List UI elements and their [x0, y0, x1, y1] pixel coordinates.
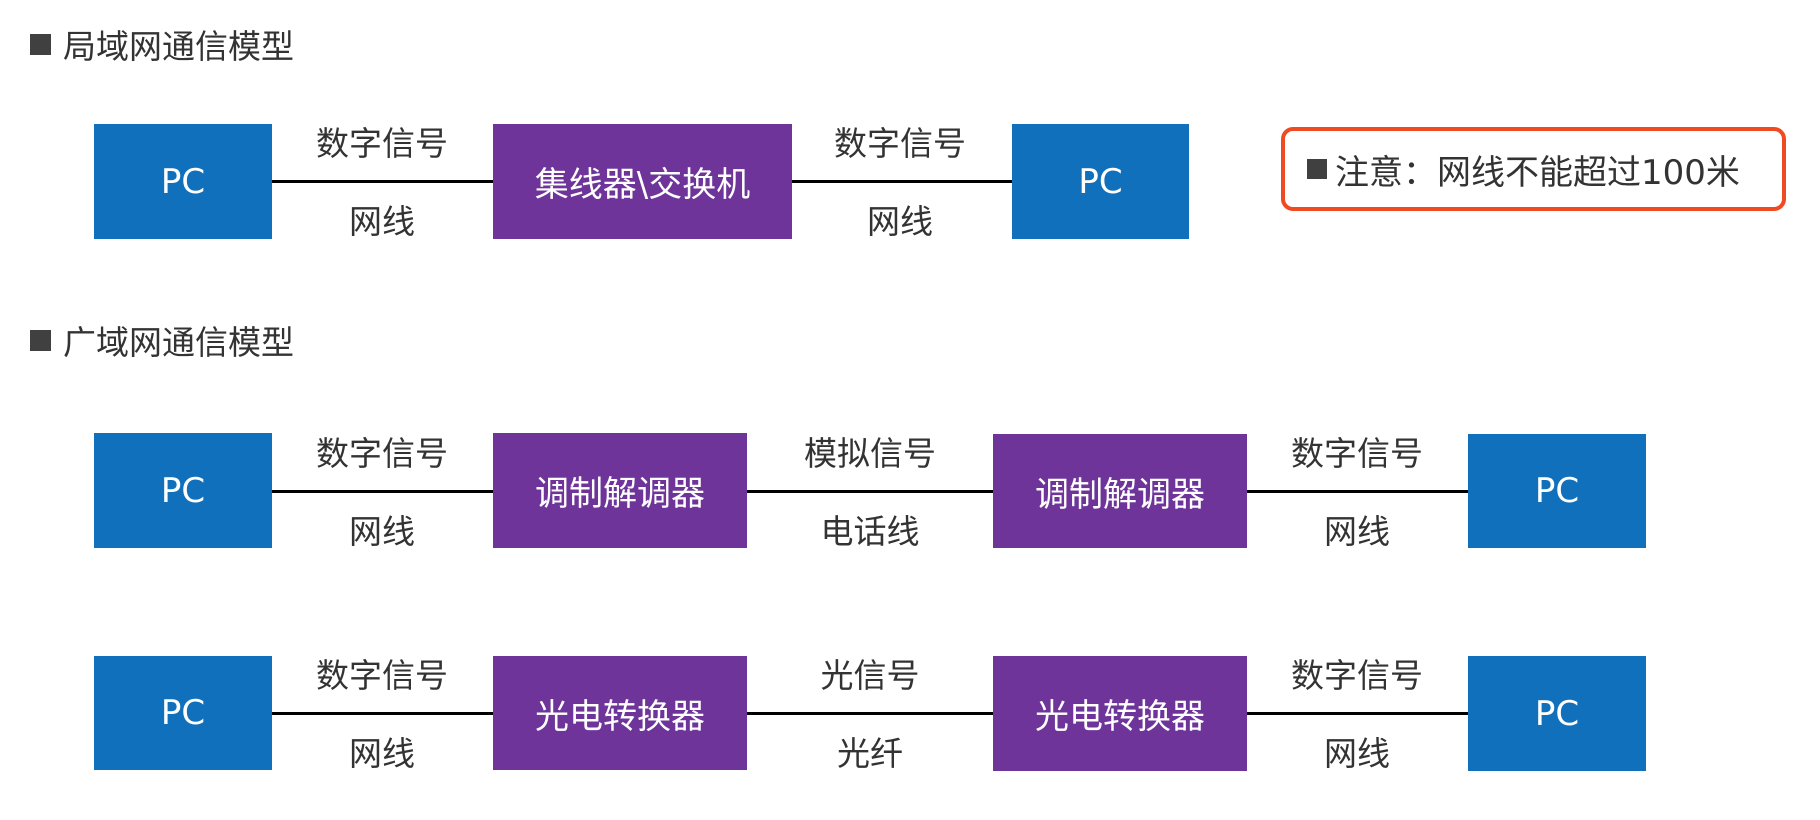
node-label: 光电转换器	[535, 696, 705, 737]
signal-label: 数字信号	[316, 434, 448, 473]
node-label: PC	[160, 470, 206, 511]
node-label: PC	[1534, 471, 1580, 511]
node-label: 调制解调器	[1035, 474, 1205, 515]
link-line	[747, 712, 993, 715]
modem-node: 调制解调器	[493, 433, 747, 548]
link-line	[1247, 490, 1468, 493]
signal-label: 数字信号	[316, 656, 448, 695]
node-label: 调制解调器	[535, 474, 705, 514]
square-bullet-icon	[30, 329, 51, 351]
link-line	[792, 180, 1012, 183]
node-label: 集线器\交换机	[534, 165, 751, 205]
node-label: PC	[160, 693, 206, 733]
signal-label: 数字信号	[834, 124, 966, 163]
signal-label: 数字信号	[316, 124, 448, 163]
node-label: PC	[1078, 161, 1123, 202]
modem-node: 调制解调器	[993, 434, 1247, 548]
signal-label: 数字信号	[1291, 656, 1423, 695]
link-line	[747, 490, 993, 493]
medium-label: 光纤	[837, 734, 903, 773]
hub-switch-node: 集线器\交换机	[493, 124, 792, 239]
link-line	[1247, 712, 1468, 715]
square-bullet-icon	[30, 33, 51, 55]
pc-node: PC	[1012, 124, 1189, 239]
pc-node: PC	[1468, 656, 1646, 771]
wan-title-text: 广域网通信模型	[63, 323, 294, 362]
optical-converter-node: 光电转换器	[493, 656, 747, 770]
link-line	[272, 490, 493, 493]
link-line	[272, 180, 493, 183]
medium-label: 电话线	[820, 512, 920, 551]
note-text: 注意：网线不能超过100米	[1335, 152, 1740, 193]
medium-label: 网线	[349, 202, 415, 241]
pc-node: PC	[94, 124, 272, 239]
node-label: PC	[1534, 693, 1580, 734]
square-bullet-icon	[1307, 159, 1327, 179]
note-box: 注意：网线不能超过100米	[1281, 127, 1786, 211]
optical-converter-node: 光电转换器	[993, 656, 1247, 771]
signal-label: 数字信号	[1291, 434, 1423, 473]
medium-label: 网线	[1324, 512, 1390, 551]
medium-label: 网线	[867, 202, 933, 241]
signal-label: 光信号	[820, 656, 920, 695]
medium-label: 网线	[349, 734, 415, 773]
medium-label: 网线	[349, 512, 415, 551]
pc-node: PC	[94, 656, 272, 770]
lan-title-text: 局域网通信模型	[63, 27, 294, 66]
link-line	[272, 712, 493, 715]
pc-node: PC	[1468, 434, 1646, 548]
node-label: PC	[160, 161, 206, 202]
signal-label: 模拟信号	[804, 434, 936, 473]
pc-node: PC	[94, 433, 272, 548]
wan-section-title: 广域网通信模型	[30, 318, 294, 362]
lan-section-title: 局域网通信模型	[30, 22, 294, 66]
medium-label: 网线	[1324, 734, 1390, 773]
node-label: 光电转换器	[1035, 697, 1205, 737]
